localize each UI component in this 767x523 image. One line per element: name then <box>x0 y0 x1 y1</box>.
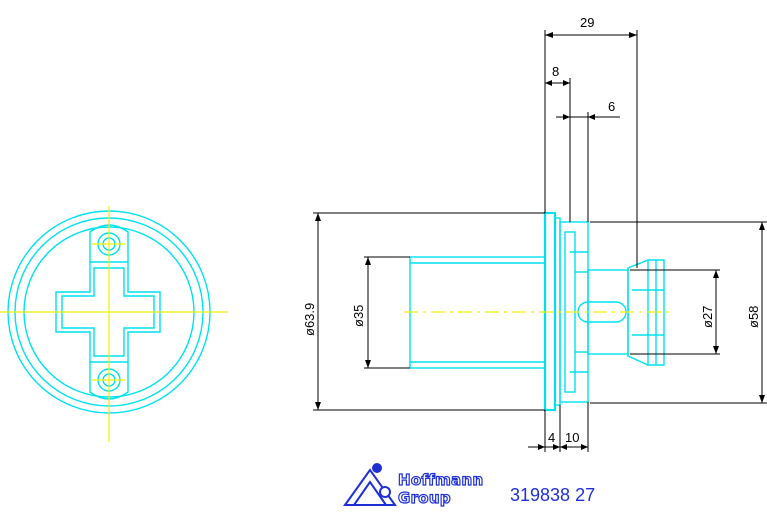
dim-nut-thickness: 10 <box>565 430 579 445</box>
part-number: 319838 27 <box>510 485 595 505</box>
dim-body-diameter: ø35 <box>351 305 366 327</box>
hoffmann-logo: Hoffmann Group <box>343 463 484 508</box>
logo-line2: Group <box>398 489 451 507</box>
dim-hex-diameter: ø58 <box>746 306 761 328</box>
logo-mark-icon <box>343 463 397 506</box>
dim-overall-length: 29 <box>580 15 594 30</box>
front-view <box>0 206 228 442</box>
dim-flange-thickness: 4 <box>548 430 555 445</box>
dim-outer-diameter: ø63.9 <box>302 303 317 336</box>
logo-line1: Hoffmann <box>398 471 483 489</box>
dim-shaft-diameter: ø27 <box>700 306 715 328</box>
side-view <box>404 211 672 412</box>
dimension-lines <box>313 30 767 452</box>
dim-hex-width: 6 <box>608 99 615 114</box>
dim-flange-to-hex: 8 <box>552 64 559 79</box>
